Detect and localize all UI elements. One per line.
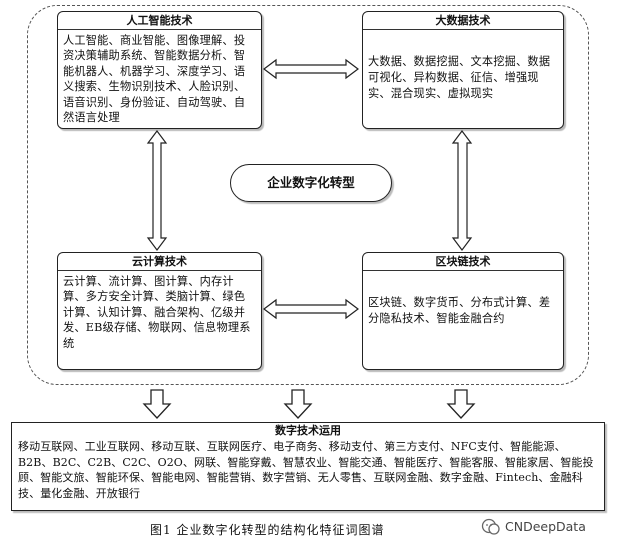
ai-tech-box: 人工智能技术 人工智能、商业智能、图像理解、投资决策辅助系统、智能数据分析、智能… <box>57 11 262 129</box>
watermark-text: CNDeepData <box>505 519 586 534</box>
down-arrow-middle <box>284 389 312 419</box>
bigdata-blockchain-link-arrow <box>451 130 473 251</box>
cloud-blockchain-link-arrow <box>263 298 359 320</box>
bigdata-tech-box: 大数据技术 大数据、数据挖掘、文本挖掘、数据可视化、异构数据、征信、增强现实、混… <box>362 11 564 129</box>
ai-bigdata-link-arrow <box>263 58 359 80</box>
application-title: 数字技术运用 <box>275 424 341 437</box>
watermark: CNDeepData <box>480 516 610 538</box>
bigdata-tech-terms: 大数据、数据挖掘、文本挖掘、数据可视化、异构数据、征信、增强现实、混合现实、虚拟… <box>368 55 551 100</box>
application-terms: 移动互联网、工业互联网、移动互联、互联网医疗、电子商务、移动支付、第三方支付、N… <box>18 440 594 500</box>
bigdata-tech-title: 大数据技术 <box>363 12 563 30</box>
wechat-icon <box>481 518 500 535</box>
ai-tech-terms: 人工智能、商业智能、图像理解、投资决策辅助系统、智能数据分析、智能机器人、机器学… <box>63 34 246 125</box>
digital-tech-application-box: 数字技术运用 移动互联网、工业互联网、移动互联、互联网医疗、电子商务、移动支付、… <box>11 422 605 511</box>
ai-cloud-link-arrow <box>146 130 168 251</box>
down-arrow-left <box>143 389 171 419</box>
blockchain-tech-terms: 区块链、数字货币、分布式计算、差分隐私技术、智能金融合约 <box>368 296 551 325</box>
figure-caption: 图1 企业数字化转型的结构化特征词图谱 <box>150 523 385 537</box>
ai-tech-title: 人工智能技术 <box>58 12 261 30</box>
down-arrow-right <box>447 389 475 419</box>
blockchain-tech-title: 区块链技术 <box>363 253 563 271</box>
cloud-tech-box: 云计算技术 云计算、流计算、图计算、内存计算、多方安全计算、类脑计算、绿色计算、… <box>57 252 262 370</box>
enterprise-boundary <box>27 5 589 385</box>
cloud-tech-terms: 云计算、流计算、图计算、内存计算、多方安全计算、类脑计算、绿色计算、认知计算、融… <box>63 275 251 350</box>
digital-transformation-node: 企业数字化转型 <box>230 164 392 202</box>
cloud-tech-title: 云计算技术 <box>58 253 261 271</box>
blockchain-tech-box: 区块链技术 区块链、数字货币、分布式计算、差分隐私技术、智能金融合约 <box>362 252 564 370</box>
